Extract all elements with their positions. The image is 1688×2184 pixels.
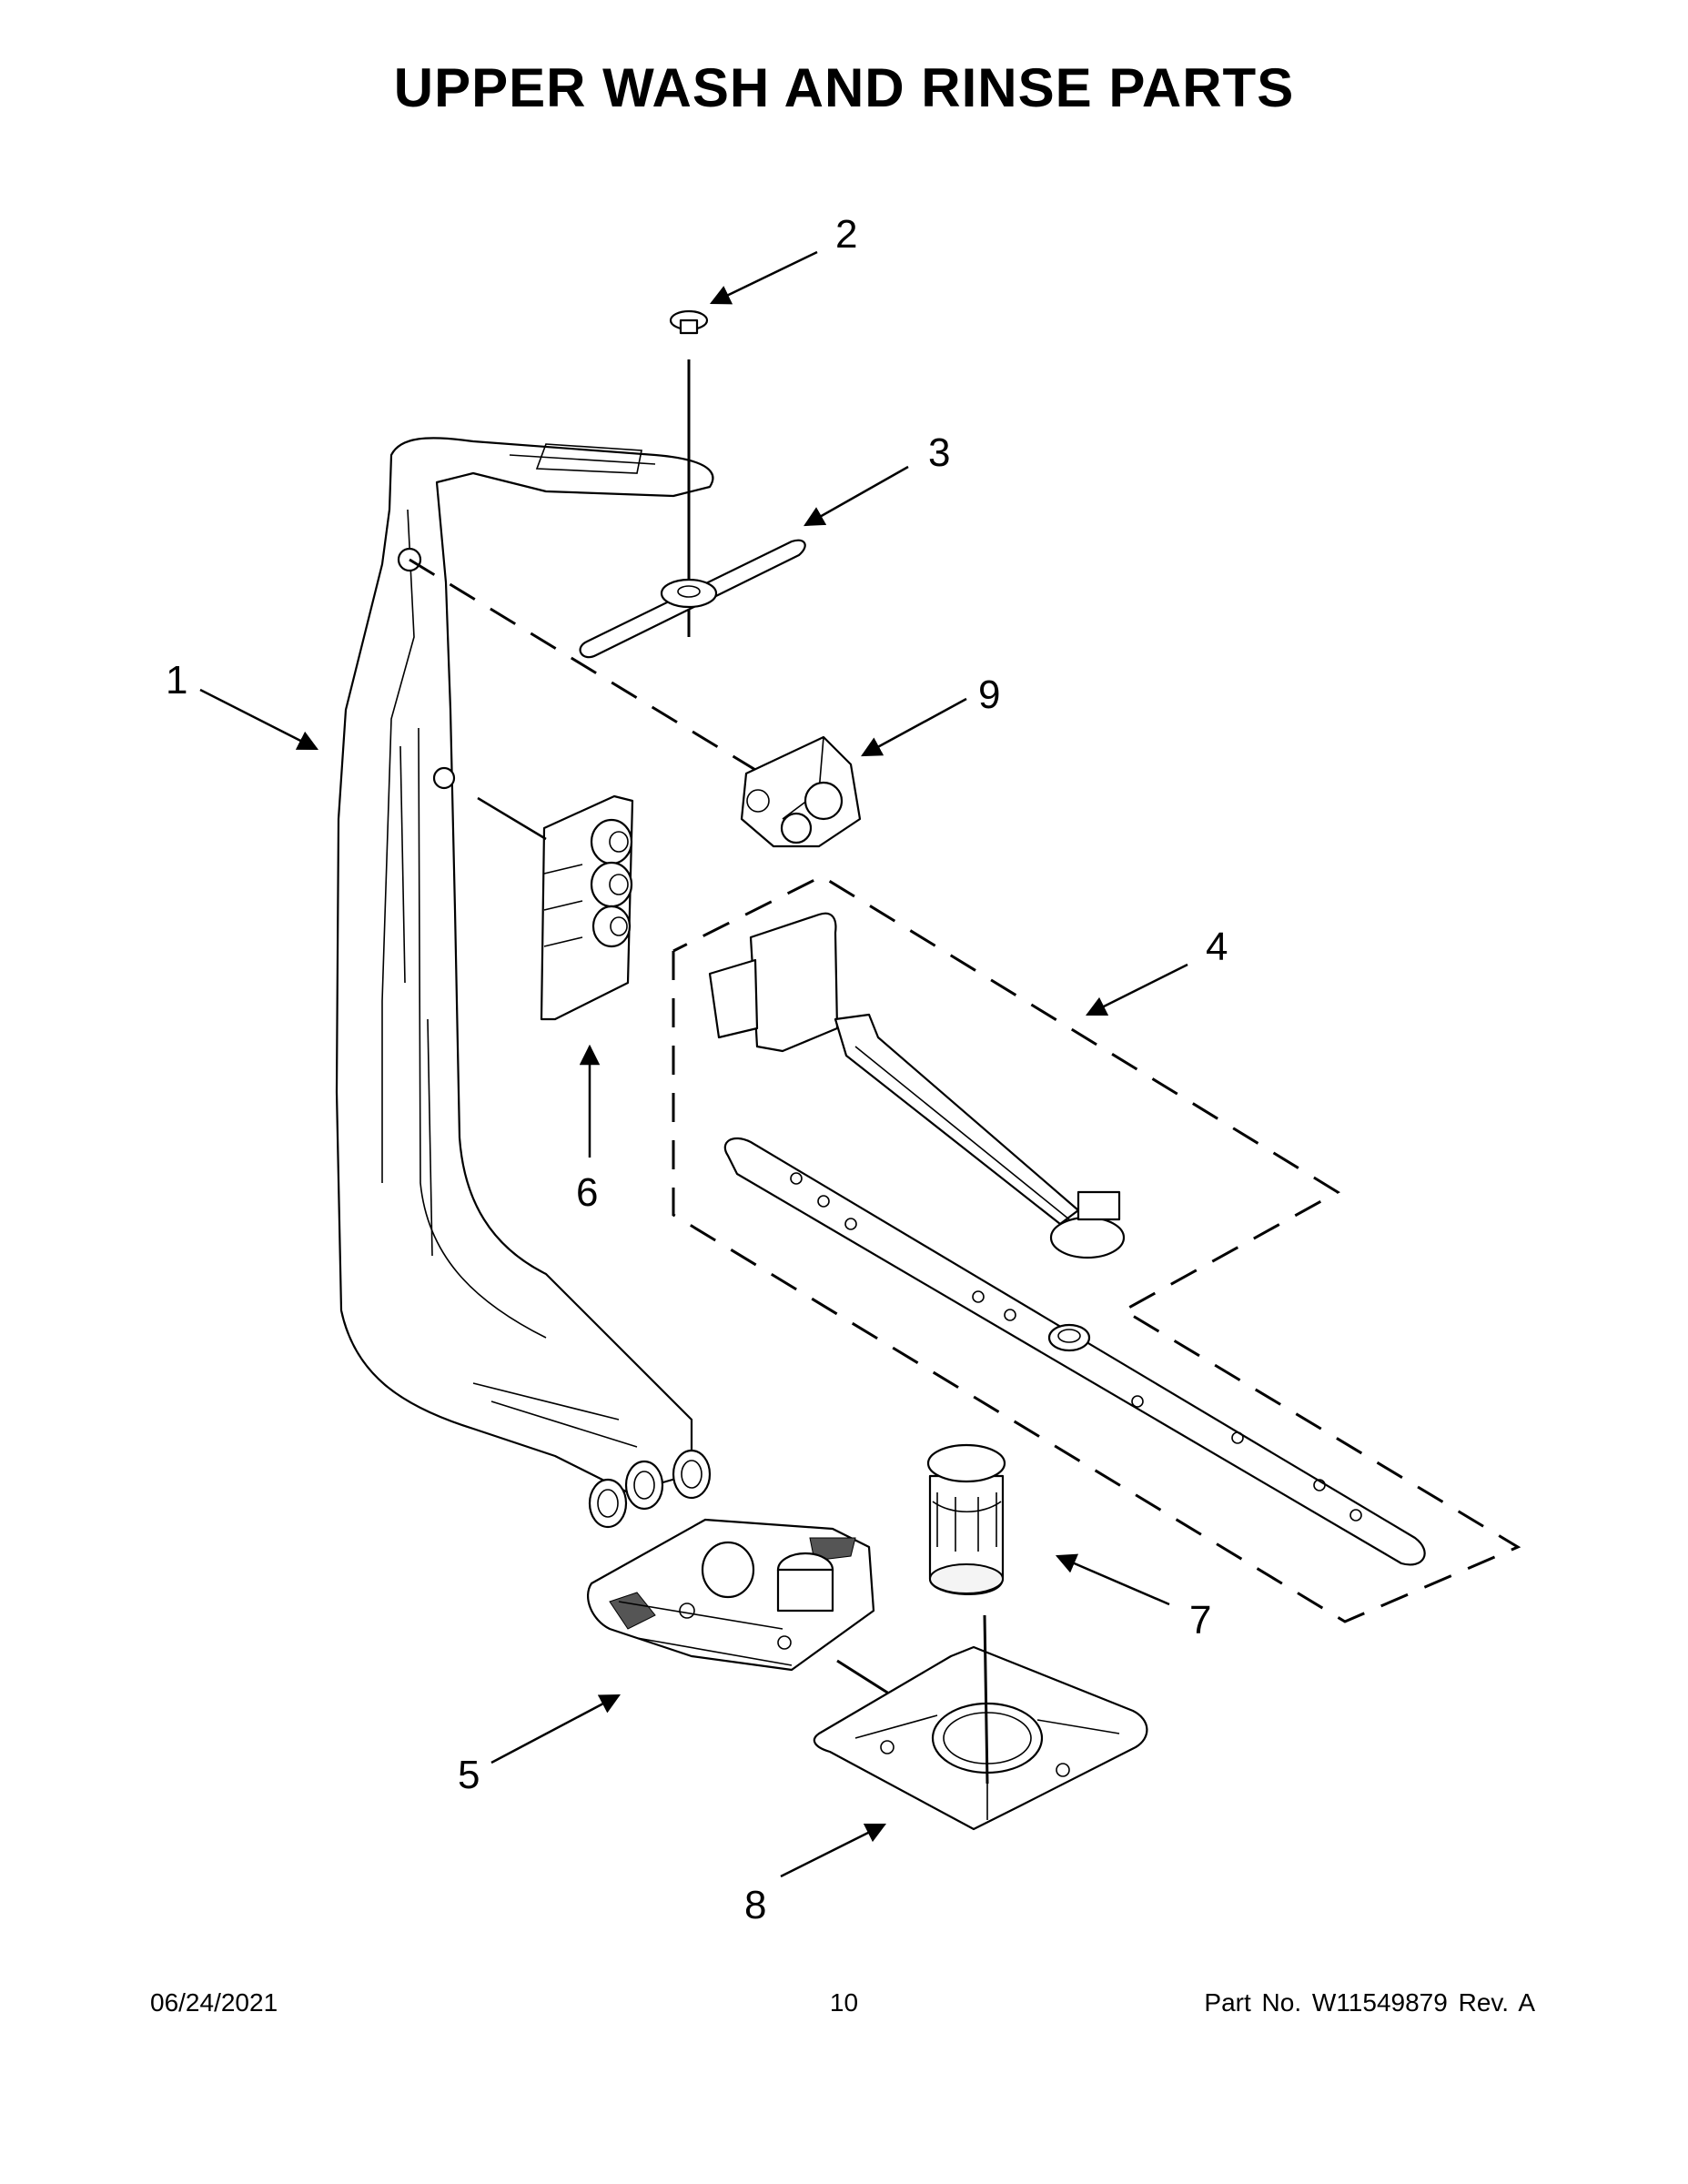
callout-7: 7 [1189,1598,1211,1643]
callout-5: 5 [458,1753,480,1797]
part-4-lower-spray-arm-assembly [708,912,1426,1566]
leader-9 [861,697,967,757]
footer-date: 06/24/2021 [150,1988,278,2017]
leader-6-secondary [477,796,547,841]
part-2-screw [669,309,709,335]
part-8-sump-plate [813,1645,1148,1831]
page-title: UPPER WASH AND RINSE PARTS [393,57,1295,118]
leader-5 [490,1694,621,1764]
part-6-bracket [540,794,634,1021]
dashed-connection-line [409,558,770,780]
leader-8 [780,1823,887,1878]
part-5-filter-housing [587,1518,875,1672]
part-1-wash-conduit [335,437,714,1529]
leader-1 [199,688,319,751]
part-7-to-8-axis-line [983,1614,989,1785]
callout-2: 2 [835,212,857,257]
callout-4: 4 [1206,925,1228,969]
footer-page-number: 10 [829,1988,859,2017]
callout-6: 6 [576,1170,598,1215]
part-9-valve-clip [740,735,862,848]
leader-2 [709,250,818,305]
callout-1: 1 [166,658,187,703]
leader-4 [1085,963,1188,1016]
callout-9: 9 [978,672,1000,717]
part-3-upper-spray-arm [579,539,806,659]
leader-3 [804,465,909,527]
callout-3: 3 [928,430,950,475]
part-7-filter [926,1443,1006,1595]
conduit-hose-ends [588,1449,712,1529]
leader-7 [1055,1553,1170,1606]
part-4-assembly-outline [672,875,1521,1623]
callout-8: 8 [744,1883,766,1927]
footer-part-number: Part No. W11549879 Rev. A [1204,1988,1535,2017]
